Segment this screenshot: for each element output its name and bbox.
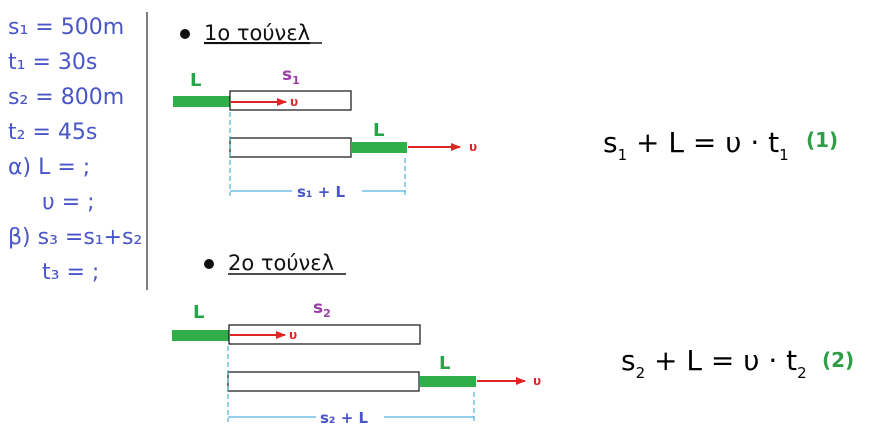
bullet-icon <box>204 259 214 269</box>
equation2: s2 + L = υ · t2 (2) <box>621 344 854 382</box>
tunnel2-train-bottom <box>420 376 476 387</box>
tunnel2-dimension-label: s₂ + L <box>320 409 369 427</box>
tunnel2-velocity-label-bottom: υ <box>533 374 541 388</box>
tunnel1-tunnel-bottom <box>229 137 352 158</box>
equation2-number: (2) <box>822 348 854 372</box>
question-b-s3: β) s₃ =s₁+s₂ <box>8 225 142 250</box>
tunnel2-tunnel-bottom <box>227 371 420 392</box>
tunnel1-train-label-bottom: L <box>373 120 384 141</box>
tunnel1-tunnel-label: s1 <box>282 65 300 87</box>
tunnel1-train-bottom <box>351 142 407 153</box>
tunnel2-tunnel-label: s2 <box>313 298 331 320</box>
given-s1: s₁ = 500m <box>8 15 124 40</box>
tunnel1-train-top <box>173 96 230 107</box>
given-t2: t₂ = 45s <box>8 120 97 145</box>
tunnel2-train-label-top: L <box>193 302 204 323</box>
equation2-formula: s2 + L = υ · t2 <box>621 344 807 382</box>
question-a-length: α) L = ; <box>8 155 90 180</box>
tunnel1-velocity-label-top: υ <box>290 95 298 109</box>
equation1-number: (1) <box>806 128 838 152</box>
tunnel1-velocity-label-bottom: υ <box>469 140 477 154</box>
tunnel2-heading: 2ο τούνελ <box>228 251 334 275</box>
bullet-icon <box>180 29 190 39</box>
tunnel2-train-top <box>172 330 229 341</box>
question-a-speed: υ = ; <box>42 190 95 215</box>
given-t1: t₁ = 30s <box>8 50 97 75</box>
tunnel1-tunnel-top <box>229 90 352 111</box>
question-b-t3: t₃ = ; <box>42 260 99 285</box>
equation1-formula: s1 + L = υ · t1 <box>603 126 789 164</box>
given-s2: s₂ = 800m <box>8 85 124 110</box>
given-values: s₁ = 500m t₁ = 30s s₂ = 800m t₂ = 45s α)… <box>8 15 142 285</box>
tunnel1-train-label-top: L <box>190 70 201 91</box>
tunnel1-section: 1ο τούνελ L s1 υ L υ s₁ + L <box>173 21 477 201</box>
equation1: s1 + L = υ · t1 (1) <box>603 126 838 164</box>
tunnel2-section: 2ο τούνελ L s2 υ L υ s₂ + L <box>172 251 541 427</box>
tunnel2-velocity-label-top: υ <box>289 328 297 342</box>
tunnel2-tunnel-top <box>228 324 421 345</box>
tunnel1-heading: 1ο τούνελ <box>204 21 310 45</box>
tunnel2-train-label-bottom: L <box>439 353 450 374</box>
tunnel1-dimension-label: s₁ + L <box>297 183 346 201</box>
